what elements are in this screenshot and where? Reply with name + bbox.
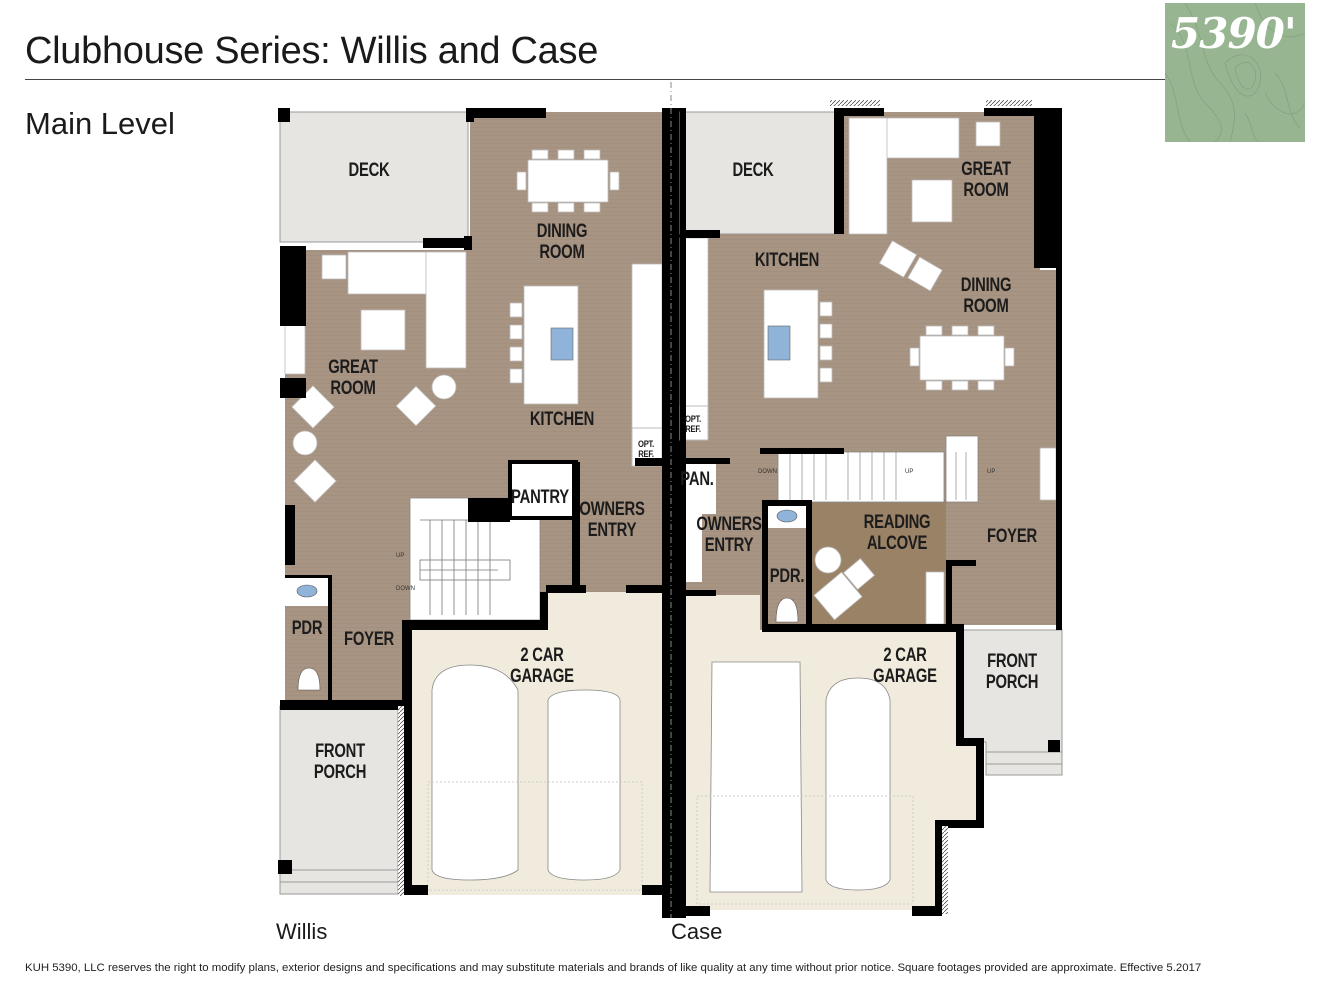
case-deck-label: DECK bbox=[732, 160, 774, 181]
willis-stair-down-note: DOWN bbox=[396, 586, 415, 592]
case-owners-entry-label: OWNERS ENTRY bbox=[696, 514, 762, 556]
willis-pdr-sink-icon bbox=[296, 584, 318, 598]
willis-deck bbox=[279, 111, 469, 243]
case-foyer-label: FOYER bbox=[987, 526, 1037, 547]
case-opt-ref-label: OPT. REF. bbox=[685, 414, 701, 434]
disclaimer-text: KUH 5390, LLC reserves the right to modi… bbox=[25, 962, 1202, 974]
topographic-pattern-icon bbox=[1165, 3, 1305, 142]
case-toilet-icon bbox=[775, 597, 799, 623]
willis-sofa-icon bbox=[284, 251, 467, 503]
case-reading-alcove-label: READING ALCOVE bbox=[863, 512, 931, 554]
case-unit bbox=[679, 100, 1063, 918]
willis-pdr-label: PDR bbox=[291, 618, 323, 639]
willis-toilet-icon bbox=[297, 667, 321, 691]
case-great-room-label: GREAT ROOM bbox=[961, 159, 1011, 201]
willis-deck-label: DECK bbox=[348, 160, 390, 181]
willis-dining-room-label: DINING ROOM bbox=[536, 221, 588, 263]
case-pdr-label: PDR. bbox=[769, 566, 805, 587]
willis-owners-entry-label: OWNERS ENTRY bbox=[579, 499, 645, 541]
willis-garage-label: 2 CAR GARAGE bbox=[510, 645, 574, 687]
case-kitchen-label: KITCHEN bbox=[754, 250, 820, 271]
logo-text: 5390' bbox=[1171, 9, 1297, 58]
case-pdr-sink-icon bbox=[776, 509, 798, 523]
page-title: Clubhouse Series: Willis and Case bbox=[25, 30, 599, 72]
case-kitchen-sink-icon bbox=[767, 325, 791, 361]
case-dining-table-icon bbox=[909, 325, 1015, 391]
case-sofa-icon bbox=[848, 117, 1057, 292]
willis-unit bbox=[278, 108, 680, 918]
case-car-icons bbox=[709, 661, 891, 893]
title-divider bbox=[25, 79, 1167, 80]
case-stairs bbox=[777, 451, 945, 503]
case-stair-down-note: DOWN bbox=[758, 469, 777, 475]
willis-kitchen-sink-icon bbox=[550, 327, 574, 361]
willis-kitchen-label: KITCHEN bbox=[529, 409, 595, 430]
willis-car-icons bbox=[431, 664, 621, 881]
case-pantry-label: PAN. bbox=[680, 469, 714, 490]
level-heading: Main Level bbox=[25, 106, 175, 141]
willis-opt-ref-label: OPT. REF. bbox=[638, 439, 654, 459]
willis-dining-table-icon bbox=[516, 149, 620, 213]
case-dining-room-label: DINING ROOM bbox=[960, 275, 1012, 317]
willis-front-porch bbox=[279, 705, 399, 895]
case-garage-label: 2 CAR GARAGE bbox=[873, 645, 937, 687]
willis-great-room-label: GREAT ROOM bbox=[328, 357, 378, 399]
case-stair-up-note: UP bbox=[905, 469, 914, 475]
willis-front-porch-label: FRONT PORCH bbox=[313, 741, 367, 783]
case-reading-chairs-icon bbox=[813, 447, 1057, 625]
case-deck bbox=[679, 111, 839, 235]
willis-pantry-label: PANTRY bbox=[511, 487, 569, 508]
willis-stair-up-note: UP bbox=[396, 553, 405, 559]
case-front-porch-label: FRONT PORCH bbox=[985, 651, 1039, 693]
brand-logo: 5390' bbox=[1165, 3, 1305, 142]
case-stair-up-note-2: UP bbox=[987, 469, 996, 475]
willis-unit-label: Willis bbox=[276, 919, 328, 944]
case-walls bbox=[680, 108, 1062, 918]
willis-foyer-label: FOYER bbox=[344, 629, 394, 650]
case-unit-label: Case bbox=[671, 919, 723, 944]
